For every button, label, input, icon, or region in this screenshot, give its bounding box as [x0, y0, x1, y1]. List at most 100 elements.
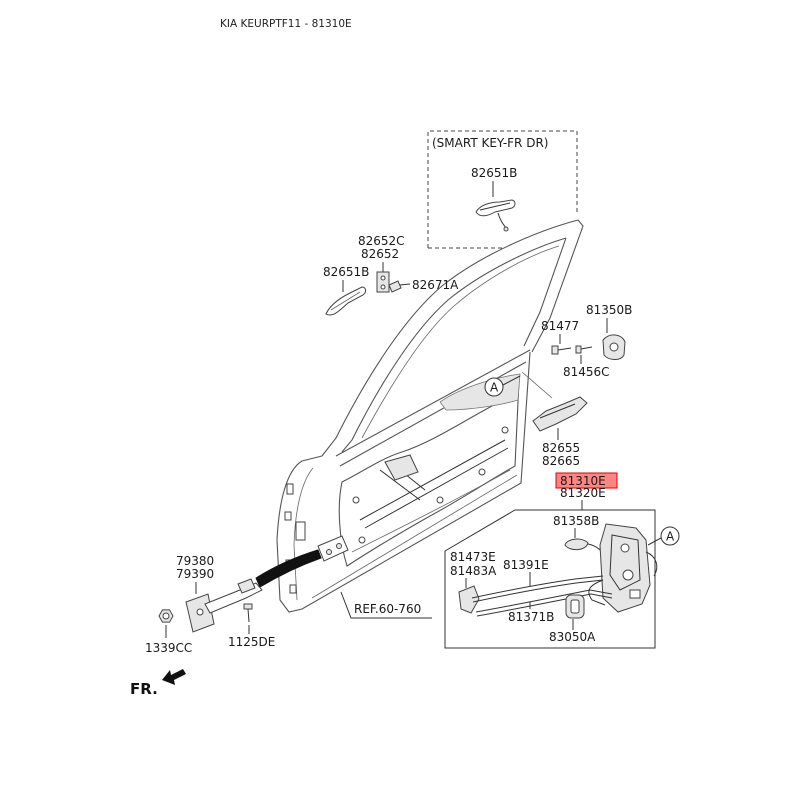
label-1125DE: 1125DE	[228, 635, 275, 649]
striker-loop	[609, 342, 619, 352]
latch-housing-detail	[609, 534, 641, 591]
door-inner-trim-opening	[338, 379, 520, 567]
lock-rod	[475, 589, 613, 613]
inside-handle-rod-edge	[472, 579, 604, 603]
door-panel-hole	[358, 536, 366, 544]
latch-connector	[629, 589, 641, 599]
bolt-81477-shaft	[557, 347, 572, 351]
window-regulator-rail-lower	[364, 447, 509, 529]
view-marker-door-leader	[502, 375, 521, 386]
door-panel-hole	[478, 468, 486, 476]
window-regulator-rail	[359, 439, 506, 521]
bolt-81456C-shaft	[580, 346, 593, 350]
label-81320E: 81320E	[560, 486, 606, 500]
leader-82671A	[399, 283, 411, 286]
label-81391E: 81391E	[503, 558, 549, 572]
door-harness-slot	[295, 521, 306, 541]
label-81473E: 81473E	[450, 550, 496, 564]
door-inner-flange	[351, 469, 511, 553]
diagram-title: KIA KEURPTF11 - 81310E	[220, 18, 352, 30]
label-83050A: 83050A	[549, 630, 596, 644]
bolt-1125DE-shaft	[247, 608, 250, 623]
nut-1339CC-hole	[162, 612, 170, 620]
door-checker-group: 79380 79390 1339CC 1125DE	[145, 554, 275, 655]
inside-handle-guide-line	[521, 371, 553, 399]
door-checker-stopper	[237, 578, 256, 594]
rod-clip	[458, 585, 480, 614]
bolt-1125DE-head	[243, 603, 253, 610]
label-79380: 79380	[176, 554, 214, 568]
label-81456C: 81456C	[563, 365, 610, 379]
highlighted-part-box	[555, 472, 618, 489]
smart-key-inset: (SMART KEY-FR DR) 82651B	[427, 130, 578, 249]
view-marker-door-letter: A	[490, 381, 499, 395]
label-81371B: 81371B	[508, 610, 554, 624]
inside-handle-detail	[539, 403, 576, 419]
checker-mount-bolt	[336, 543, 342, 549]
latch-link-wire	[588, 579, 606, 606]
front-direction-indicator: FR.	[130, 669, 186, 698]
door-checker-pin	[196, 608, 204, 616]
inside-handle-rod	[471, 575, 604, 599]
outside-handle-group: 82652C 82652 82651B 82671A	[323, 234, 459, 316]
door-checker-strap	[255, 535, 349, 588]
door-lower-stiffener	[311, 474, 518, 599]
front-direction-arrow-icon	[162, 669, 186, 685]
reference-label: REF.60-760	[354, 602, 421, 616]
label-81358B: 81358B	[553, 514, 599, 528]
lock-rod-edge	[476, 593, 613, 617]
door-panel-hole	[501, 426, 509, 434]
label-79390: 79390	[176, 567, 214, 581]
door-glass-run	[361, 245, 560, 439]
door-panel-hole	[352, 496, 360, 504]
striker-group: 81477 81350B 81456C	[541, 303, 632, 379]
smart-key-handle-detail	[479, 202, 511, 211]
door-front-hole	[284, 511, 292, 521]
label-82651B-smart: 82651B	[471, 166, 517, 180]
door-hinge-hole-lower	[289, 584, 297, 594]
latch-detail-box	[444, 509, 656, 649]
label-82665: 82665	[542, 454, 580, 468]
smart-key-handle-wire	[497, 212, 507, 229]
door-sash-outer	[321, 219, 579, 457]
label-81483A: 81483A	[450, 564, 497, 578]
latch-cover-inner	[570, 599, 580, 614]
label-81350B: 81350B	[586, 303, 632, 317]
door-hinge-hole-upper	[286, 483, 294, 495]
view-marker-latch-leader	[647, 537, 662, 546]
latch-wire	[645, 551, 658, 577]
door-beltline-upper	[335, 349, 531, 457]
view-marker-latch-letter: A	[666, 530, 675, 544]
door-body-outline	[276, 351, 531, 613]
door-front-face-edge	[293, 467, 314, 601]
latch-cable-clip	[564, 538, 589, 551]
inside-handle-group: 82655 82665	[532, 396, 588, 468]
label-82652C: 82652C	[358, 234, 405, 248]
bolt-81477-head	[551, 345, 559, 355]
bracket-hole	[380, 284, 386, 290]
label-82671A: 82671A	[412, 278, 459, 292]
label-82652: 82652	[361, 247, 399, 261]
door-sash-inner	[341, 237, 567, 453]
smart-key-note: (SMART KEY-FR DR)	[432, 136, 548, 150]
latch-rotor	[622, 569, 634, 581]
latch-pivot	[620, 543, 630, 553]
smart-key-outside-handle	[475, 199, 516, 217]
door-checker-mount-bracket	[317, 535, 349, 562]
label-81477: 81477	[541, 319, 579, 333]
inside-door-handle	[532, 396, 588, 432]
door-checker-arm-strap	[255, 549, 322, 588]
view-marker-door-circle	[484, 377, 504, 397]
label-82651B: 82651B	[323, 265, 369, 279]
bracket-hole	[380, 275, 386, 281]
view-marker-latch-circle	[660, 526, 680, 546]
key-cylinder	[388, 280, 402, 293]
smart-key-box-border	[427, 130, 578, 248]
door-rear-frame-outer	[531, 219, 584, 353]
label-82655: 82655	[542, 441, 580, 455]
bolt-81456C-head	[575, 345, 582, 354]
door-rear-frame-inner	[523, 237, 567, 347]
window-regulator-arm	[379, 469, 421, 501]
